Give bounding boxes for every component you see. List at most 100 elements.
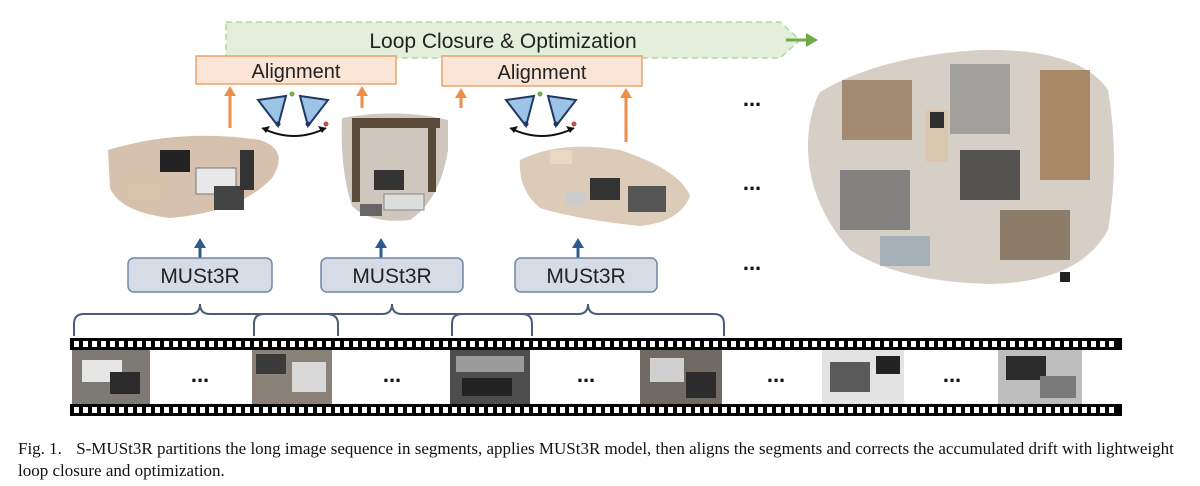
sprocket-hole xyxy=(524,341,529,347)
film-frame-3 xyxy=(450,350,530,404)
sprocket-hole xyxy=(803,341,808,347)
sprocket-hole xyxy=(461,341,466,347)
sprocket-hole xyxy=(497,341,502,347)
sprocket-hole xyxy=(1064,341,1069,347)
sprocket-hole xyxy=(533,341,538,347)
sprocket-hole xyxy=(488,341,493,347)
sprocket-hole xyxy=(857,407,862,413)
sprocket-hole xyxy=(164,341,169,347)
sprocket-hole xyxy=(407,407,412,413)
sprocket-hole xyxy=(848,341,853,347)
sprocket-hole xyxy=(1046,341,1051,347)
point-cloud-segment-2 xyxy=(341,113,448,221)
sprocket-hole xyxy=(569,407,574,413)
sprocket-hole xyxy=(263,407,268,413)
alignment-label-2: Alignment xyxy=(498,62,587,84)
sprocket-hole xyxy=(290,341,295,347)
sprocket-hole xyxy=(425,341,430,347)
sprocket-hole xyxy=(713,341,718,347)
sprocket-hole xyxy=(884,341,889,347)
sprocket-hole xyxy=(137,341,142,347)
sprocket-hole xyxy=(929,407,934,413)
sprocket-hole xyxy=(83,341,88,347)
sprocket-hole xyxy=(137,407,142,413)
sprocket-hole xyxy=(830,407,835,413)
sprocket-hole xyxy=(209,341,214,347)
sprocket-hole xyxy=(875,407,880,413)
sprocket-hole xyxy=(695,341,700,347)
sprocket-hole xyxy=(263,341,268,347)
sprocket-hole xyxy=(650,407,655,413)
sprocket-hole xyxy=(416,407,421,413)
sprocket-hole xyxy=(668,341,673,347)
sprocket-hole xyxy=(659,341,664,347)
sprocket-hole xyxy=(164,407,169,413)
sprocket-hole xyxy=(956,407,961,413)
sprocket-hole xyxy=(236,341,241,347)
sprocket-hole xyxy=(182,407,187,413)
sprocket-hole xyxy=(416,341,421,347)
sprocket-hole xyxy=(101,341,106,347)
sprocket-hole xyxy=(1019,407,1024,413)
sprocket-hole xyxy=(767,341,772,347)
sprocket-hole xyxy=(992,407,997,413)
sprocket-hole xyxy=(740,407,745,413)
sprocket-hole xyxy=(695,407,700,413)
sprocket-hole xyxy=(389,341,394,347)
sprocket-hole xyxy=(713,407,718,413)
sprocket-hole xyxy=(920,407,925,413)
caption-text: S-MUSt3R partitions the long image seque… xyxy=(18,439,1174,480)
point-cloud-segment-1 xyxy=(108,135,279,218)
sprocket-hole xyxy=(74,407,79,413)
sprocket-hole xyxy=(488,407,493,413)
sprocket-hole xyxy=(686,407,691,413)
sprocket-hole xyxy=(200,341,205,347)
must3r-label-1: MUSt3R xyxy=(160,265,239,288)
sprocket-hole xyxy=(758,407,763,413)
sprocket-hole xyxy=(614,341,619,347)
sprocket-hole xyxy=(380,341,385,347)
sprocket-hole xyxy=(596,341,601,347)
sprocket-hole xyxy=(506,341,511,347)
sprocket-hole xyxy=(542,407,547,413)
sprocket-hole xyxy=(569,341,574,347)
sprocket-hole xyxy=(578,407,583,413)
sprocket-hole xyxy=(362,407,367,413)
sprocket-hole xyxy=(929,341,934,347)
sprocket-hole xyxy=(236,407,241,413)
sprocket-hole xyxy=(362,341,367,347)
sprocket-hole xyxy=(650,341,655,347)
sprocket-hole xyxy=(902,341,907,347)
must3r-label-3: MUSt3R xyxy=(546,265,625,288)
sprocket-hole xyxy=(191,341,196,347)
point-cloud-segment-3 xyxy=(519,146,690,226)
sprocket-hole xyxy=(1064,407,1069,413)
pipeline-diagram: Loop Closure & Optimization Alignment Al… xyxy=(70,21,1122,416)
sprocket-hole xyxy=(1109,407,1114,413)
sprocket-hole xyxy=(182,341,187,347)
sprocket-hole xyxy=(902,407,907,413)
sprocket-hole xyxy=(884,407,889,413)
sprocket-hole xyxy=(749,407,754,413)
sprocket-hole xyxy=(866,341,871,347)
ellipsis-bottom: ... xyxy=(743,250,761,275)
loop-closure-label: Loop Closure & Optimization xyxy=(369,30,636,53)
sprocket-hole xyxy=(434,341,439,347)
sprocket-hole xyxy=(893,341,898,347)
sprocket-hole xyxy=(1100,341,1105,347)
sprocket-hole xyxy=(227,407,232,413)
sprocket-hole xyxy=(344,407,349,413)
sprocket-hole xyxy=(596,407,601,413)
sprocket-hole xyxy=(965,407,970,413)
sprocket-hole xyxy=(1046,407,1051,413)
sprocket-hole xyxy=(722,407,727,413)
sprocket-hole xyxy=(659,407,664,413)
film-ellipsis-2: ... xyxy=(383,362,401,387)
sprocket-hole xyxy=(1028,341,1033,347)
sprocket-hole xyxy=(1037,407,1042,413)
sprocket-hole xyxy=(398,341,403,347)
sprocket-hole xyxy=(911,341,916,347)
loop-closure-banner: Loop Closure & Optimization xyxy=(225,21,818,59)
sprocket-hole xyxy=(983,407,988,413)
sprocket-hole xyxy=(821,407,826,413)
